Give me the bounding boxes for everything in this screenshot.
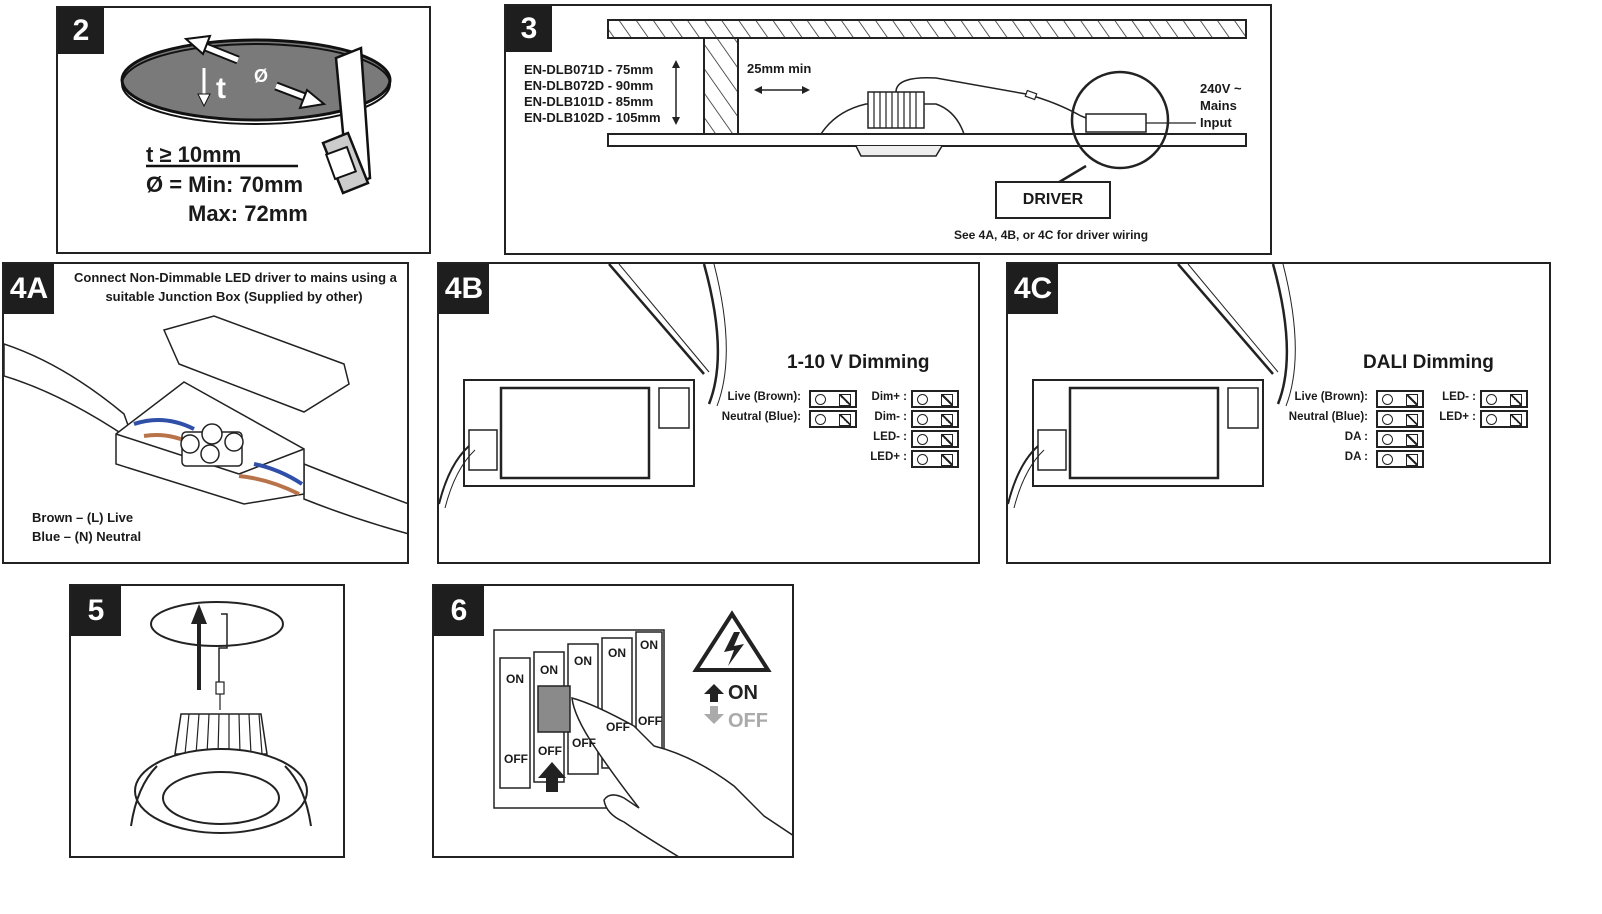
junction-box-illustration — [4, 315, 407, 535]
step-badge: 2 — [58, 8, 104, 54]
breaker-off-label: OFF — [504, 752, 528, 766]
cutout-illustration — [120, 34, 392, 195]
mains-line: 240V ~ — [1200, 81, 1242, 96]
dimming-title: DALI Dimming — [1363, 352, 1494, 373]
terminal-label-led-minus: LED- : — [1442, 391, 1476, 403]
driver-illustration — [1008, 264, 1296, 509]
brown-live-legend: Brown – (L) Live — [32, 510, 134, 525]
terminal-label-live: Live (Brown): — [727, 391, 801, 403]
clearance-label: 25mm min — [747, 61, 812, 76]
panel-2-cutout: 2 t Ø t ≥ 10mm Ø = Min: 70mm Max: 72mm — [56, 6, 431, 254]
terminal-label-live: Live (Brown): — [1294, 391, 1368, 403]
terminal-label-dim-plus: Dim+ : — [871, 391, 907, 403]
terminal-block — [911, 430, 959, 448]
diameter-min-spec: Ø = Min: 70mm — [146, 172, 304, 197]
model-item: EN-DLB102D - 105mm — [524, 110, 661, 125]
terminal-label-da: DA : — [1344, 431, 1368, 443]
breaker-on-label: ON — [608, 646, 626, 660]
driver-label: DRIVER — [1022, 191, 1084, 208]
mains-input-label: 240V ~ Mains Input — [1200, 80, 1242, 131]
dimming-title: 1-10 V Dimming — [787, 352, 930, 373]
mains-line: Input — [1200, 115, 1232, 130]
step-badge: 5 — [71, 586, 121, 636]
heading-line1: Connect Non-Dimmable LED driver to mains… — [74, 270, 397, 285]
panel-3-installation: 3 — [504, 4, 1272, 255]
breaker-off-label: OFF — [638, 714, 662, 728]
mains-line: Mains — [1200, 98, 1237, 113]
panel-6-power-on: 6 ON ON ON ON ON OFF OFF OFF OFF OFF ON … — [432, 584, 794, 858]
breaker-panel-illustration — [493, 610, 792, 856]
terminal-block — [1480, 390, 1528, 408]
ceiling-section-illustration — [607, 19, 1247, 219]
terminal-label-dim-minus: Dim- : — [874, 411, 907, 423]
terminal-block — [911, 450, 959, 468]
diameter-max-spec: Max: 72mm — [188, 201, 308, 226]
breaker-on-label: ON — [640, 638, 658, 652]
breaker-off-label: OFF — [606, 720, 630, 734]
breaker-off-label: OFF — [538, 744, 562, 758]
step-badge: 6 — [434, 586, 484, 636]
breaker-on-label: ON — [574, 654, 592, 668]
driver-illustration — [439, 264, 727, 509]
heading-line2: suitable Junction Box (Supplied by other… — [105, 289, 363, 304]
driver-wiring-note: See 4A, 4B, or 4C for driver wiring — [954, 228, 1149, 242]
diameter-symbol: Ø — [254, 66, 269, 86]
panel-4c-dali-dimming: 4C DALI Dimming Live (Brown): Neutral (B… — [1006, 262, 1551, 564]
t-symbol: t — [216, 72, 226, 105]
terminal-block — [911, 410, 959, 428]
terminal-label-led-minus: LED- : — [873, 431, 907, 443]
terminal-block — [1376, 450, 1424, 468]
step-badge: 4B — [439, 264, 489, 314]
terminal-label-neutral: Neutral (Blue): — [1288, 411, 1368, 423]
step-badge: 3 — [506, 6, 552, 52]
breaker-on-label: ON — [540, 663, 558, 677]
legend-off: OFF — [728, 710, 768, 732]
panel-4b-1-10v-dimming: 4B 1-10 V Dimming Live (Brown): Neutral … — [437, 262, 980, 564]
blue-neutral-legend: Blue – (N) Neutral — [32, 529, 142, 544]
terminal-block — [809, 410, 857, 428]
terminal-block — [911, 390, 959, 408]
terminal-block — [1480, 410, 1528, 428]
breaker-on-label: ON — [506, 672, 524, 686]
model-list: EN-DLB071D - 75mm EN-DLB072D - 90mm EN-D… — [524, 62, 661, 126]
terminal-block — [1376, 390, 1424, 408]
terminal-block — [809, 390, 857, 408]
downlight-insert-illustration — [130, 601, 312, 834]
step-badge: 4C — [1008, 264, 1058, 314]
model-item: EN-DLB101D - 85mm — [524, 94, 654, 109]
model-item: EN-DLB071D - 75mm — [524, 62, 654, 77]
terminal-block — [1376, 430, 1424, 448]
breaker-off-label: OFF — [572, 736, 596, 750]
terminal-label-neutral: Neutral (Blue): — [721, 411, 801, 423]
terminal-label-led-plus: LED+ : — [1439, 411, 1476, 423]
model-item: EN-DLB072D - 90mm — [524, 78, 654, 93]
panel-4a-junction-box: 4A Connect Non-Dimmable LED driver to ma… — [2, 262, 409, 564]
step-badge: 4A — [4, 264, 54, 314]
legend-on: ON — [728, 682, 758, 704]
thickness-spec: t ≥ 10mm — [146, 142, 242, 167]
terminal-label-led-plus: LED+ : — [870, 451, 907, 463]
terminal-block — [1376, 410, 1424, 428]
panel-5-insert-downlight: 5 — [69, 584, 345, 858]
terminal-label-da: DA : — [1344, 451, 1368, 463]
